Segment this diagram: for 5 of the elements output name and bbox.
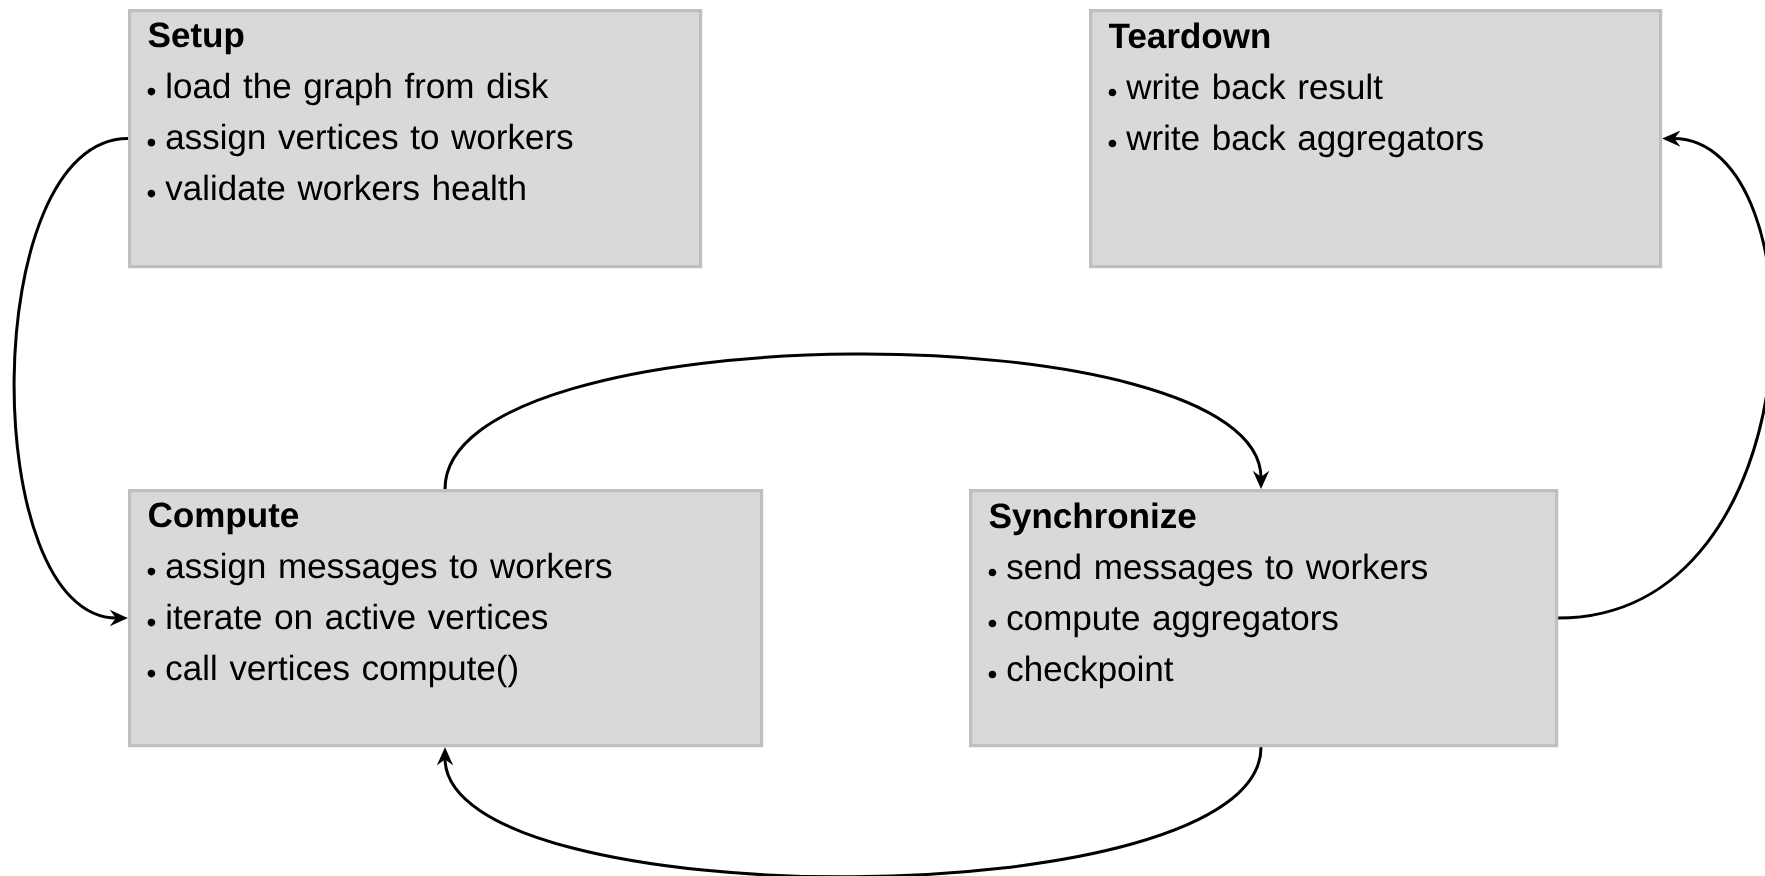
process-box: Teardown write back result write back aggregators (1089, 9, 1663, 269)
process-box: Compute assign messages to workers iterate on active vertices call vertices compute() (128, 489, 764, 748)
process-box: Setup load the graph from disk assign vertices to workers validate workers health (128, 9, 703, 269)
process-box: Synchronize send messages to workers compute aggregators checkpoint (969, 489, 1559, 748)
arrow (443, 352, 1270, 490)
